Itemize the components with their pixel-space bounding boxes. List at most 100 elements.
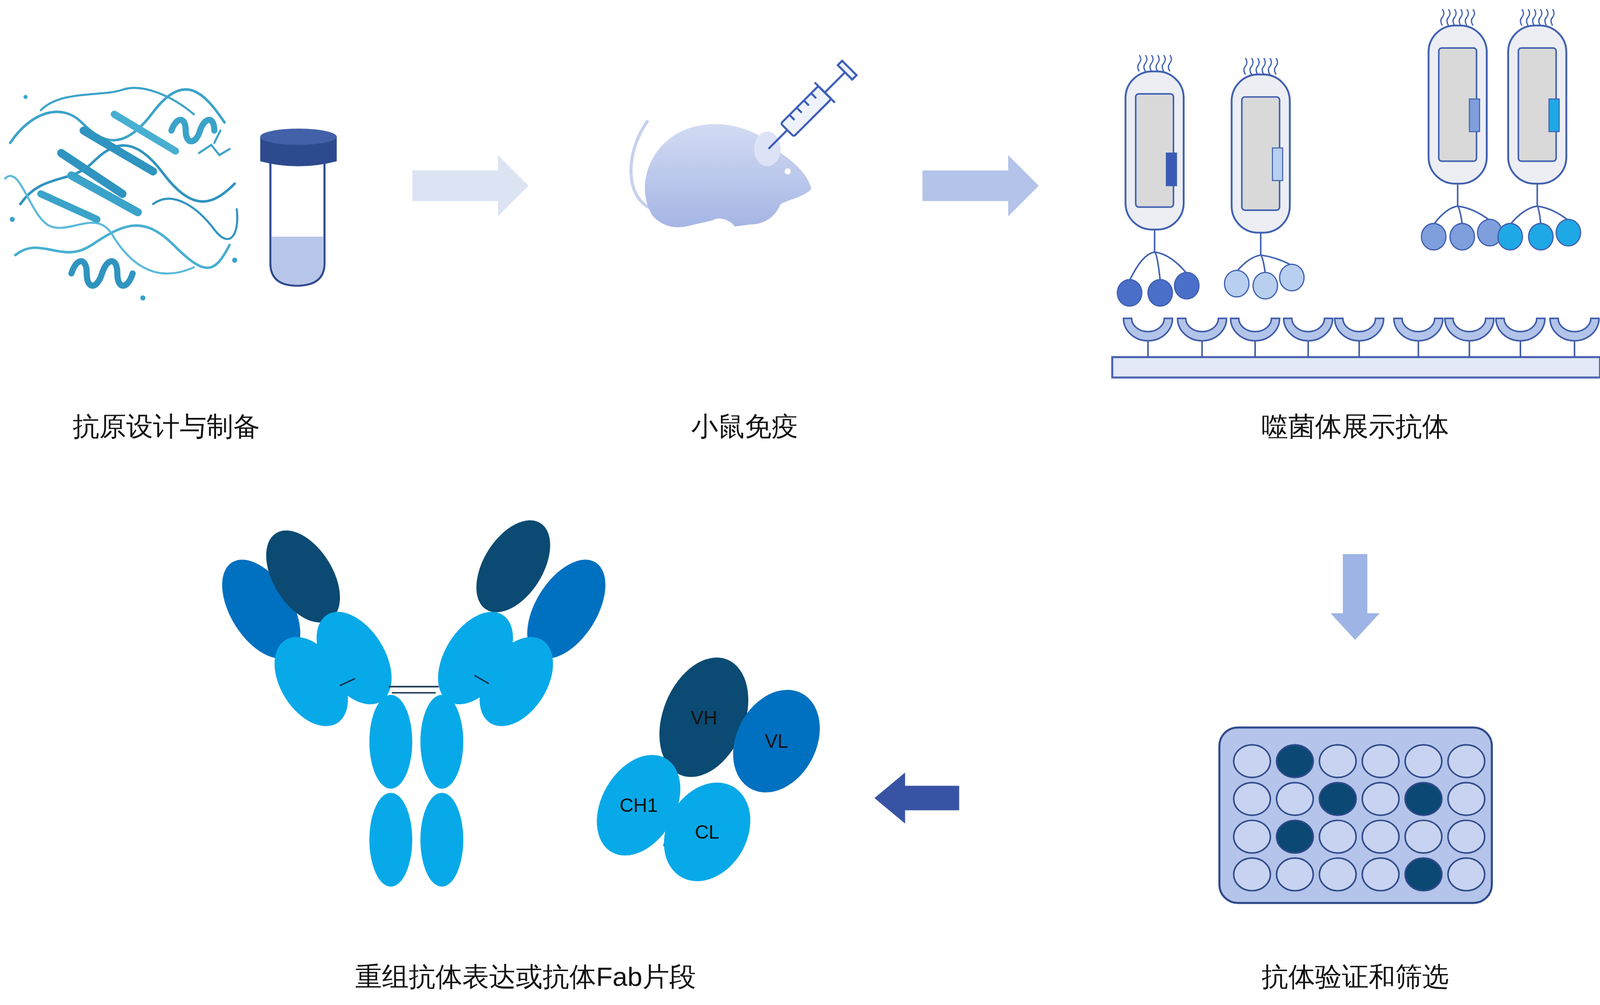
antigen-receptor (1283, 318, 1333, 358)
domain-label: CH1 (619, 795, 658, 815)
domain-label: VH (690, 707, 718, 728)
well-plate-part (1447, 820, 1485, 853)
sample-tube-part (271, 236, 324, 285)
phage-part (1433, 206, 1458, 225)
protein-structure-part (9, 216, 15, 222)
process-arrow (412, 154, 529, 217)
process-arrow (1330, 554, 1380, 640)
well-plate-part (1233, 820, 1271, 853)
step-phage-display: 噬菌体展示抗体 (1051, 5, 1598, 543)
phage-part (1252, 272, 1278, 299)
phage-part (1526, 9, 1530, 26)
well-plate-part (1319, 858, 1357, 891)
phage-part (1279, 264, 1305, 291)
phage (1117, 54, 1199, 306)
protein-structure-part (15, 225, 230, 268)
syringe-part (768, 130, 788, 149)
well-plate-part (1362, 744, 1400, 778)
phage-part (1224, 270, 1249, 297)
phage-part (1520, 9, 1524, 26)
protein-structure (5, 87, 238, 301)
syringe-part (838, 60, 857, 80)
sample-tube (260, 128, 337, 286)
phage-part (1537, 206, 1569, 221)
well-plate-part (1276, 858, 1314, 891)
phage (1498, 9, 1581, 251)
syringe-part (824, 72, 845, 93)
phage-part (1166, 152, 1177, 186)
domain-label: VL (764, 731, 789, 751)
antigen-receptor-part (1283, 318, 1333, 341)
protein-structure-part (232, 257, 238, 263)
process-arrow (922, 154, 1039, 217)
phage-part (1457, 183, 1459, 207)
well-plate-part (1233, 858, 1271, 891)
mouse-part (784, 168, 791, 175)
antigen-receptor-part (1177, 318, 1227, 341)
phage-part (1150, 54, 1154, 72)
well-plate-part (1362, 820, 1400, 853)
protein-structure-part (71, 175, 138, 213)
protein-structure-part (23, 94, 28, 99)
well-plate-part (1447, 782, 1485, 816)
well-plate-part (1404, 820, 1442, 853)
phage-part (1174, 272, 1199, 299)
phage-part (1236, 255, 1261, 272)
phage-part (1469, 98, 1480, 132)
phage-part (1262, 58, 1265, 75)
antigen-receptor (1334, 318, 1384, 358)
domain-ellipse: VH (663, 654, 745, 780)
protein-structure-part (198, 130, 230, 155)
antigen-receptor-part (1123, 318, 1173, 341)
well-plate-part (1362, 858, 1400, 891)
phage-part (1457, 206, 1490, 221)
mouse (631, 120, 812, 228)
phage-part (1147, 279, 1173, 306)
antibody-part-part (391, 691, 436, 694)
phage-part (1135, 93, 1174, 207)
antibody-part-part (339, 678, 356, 686)
step-label: 抗体验证和筛选 (1261, 960, 1449, 993)
antibody-part (420, 792, 464, 887)
phage-part (1256, 58, 1260, 75)
well-plate-part (1233, 782, 1271, 816)
protein-structure-part (71, 261, 133, 286)
protein-structure-part (171, 119, 215, 142)
phage-part (1532, 9, 1536, 26)
step-label: 噬菌体展示抗体 (1261, 410, 1449, 443)
phage-part (1498, 223, 1523, 250)
antigen-receptor-part (1393, 318, 1443, 341)
domain-shape (646, 766, 768, 897)
antibody-part-part (388, 685, 439, 688)
step-label: 小鼠免疫 (691, 410, 799, 443)
phage-display (1112, 9, 1600, 378)
phage-part (1155, 54, 1159, 72)
phage-part (1168, 54, 1172, 72)
phage-part (1458, 9, 1462, 26)
phage-part (1250, 58, 1253, 75)
antibody-part (464, 623, 568, 740)
well-plate-part (1276, 820, 1314, 853)
phage-part (1231, 74, 1290, 233)
phage-part (1556, 219, 1581, 246)
domain-ellipse: CL (667, 779, 747, 884)
well-plate-part (1319, 744, 1357, 778)
well-plate (1219, 727, 1492, 904)
syringe-part (796, 107, 803, 113)
well-plate-part (1219, 727, 1492, 904)
antibody-part-part (474, 675, 490, 684)
phage (1421, 9, 1503, 251)
step-expression: 重组抗体表达或抗体Fab片段VHVLCH1CL (204, 510, 863, 1001)
well-plate-part (1319, 782, 1357, 816)
antigen-receptor (1445, 318, 1494, 358)
phage-part (1274, 58, 1278, 75)
antigen-receptor (1177, 318, 1227, 358)
phage-part (1260, 255, 1266, 274)
antibody-part (339, 675, 490, 693)
phage-part (1143, 54, 1147, 72)
antigen-receptor-part (1445, 318, 1494, 341)
antigen-receptor (1495, 318, 1545, 358)
